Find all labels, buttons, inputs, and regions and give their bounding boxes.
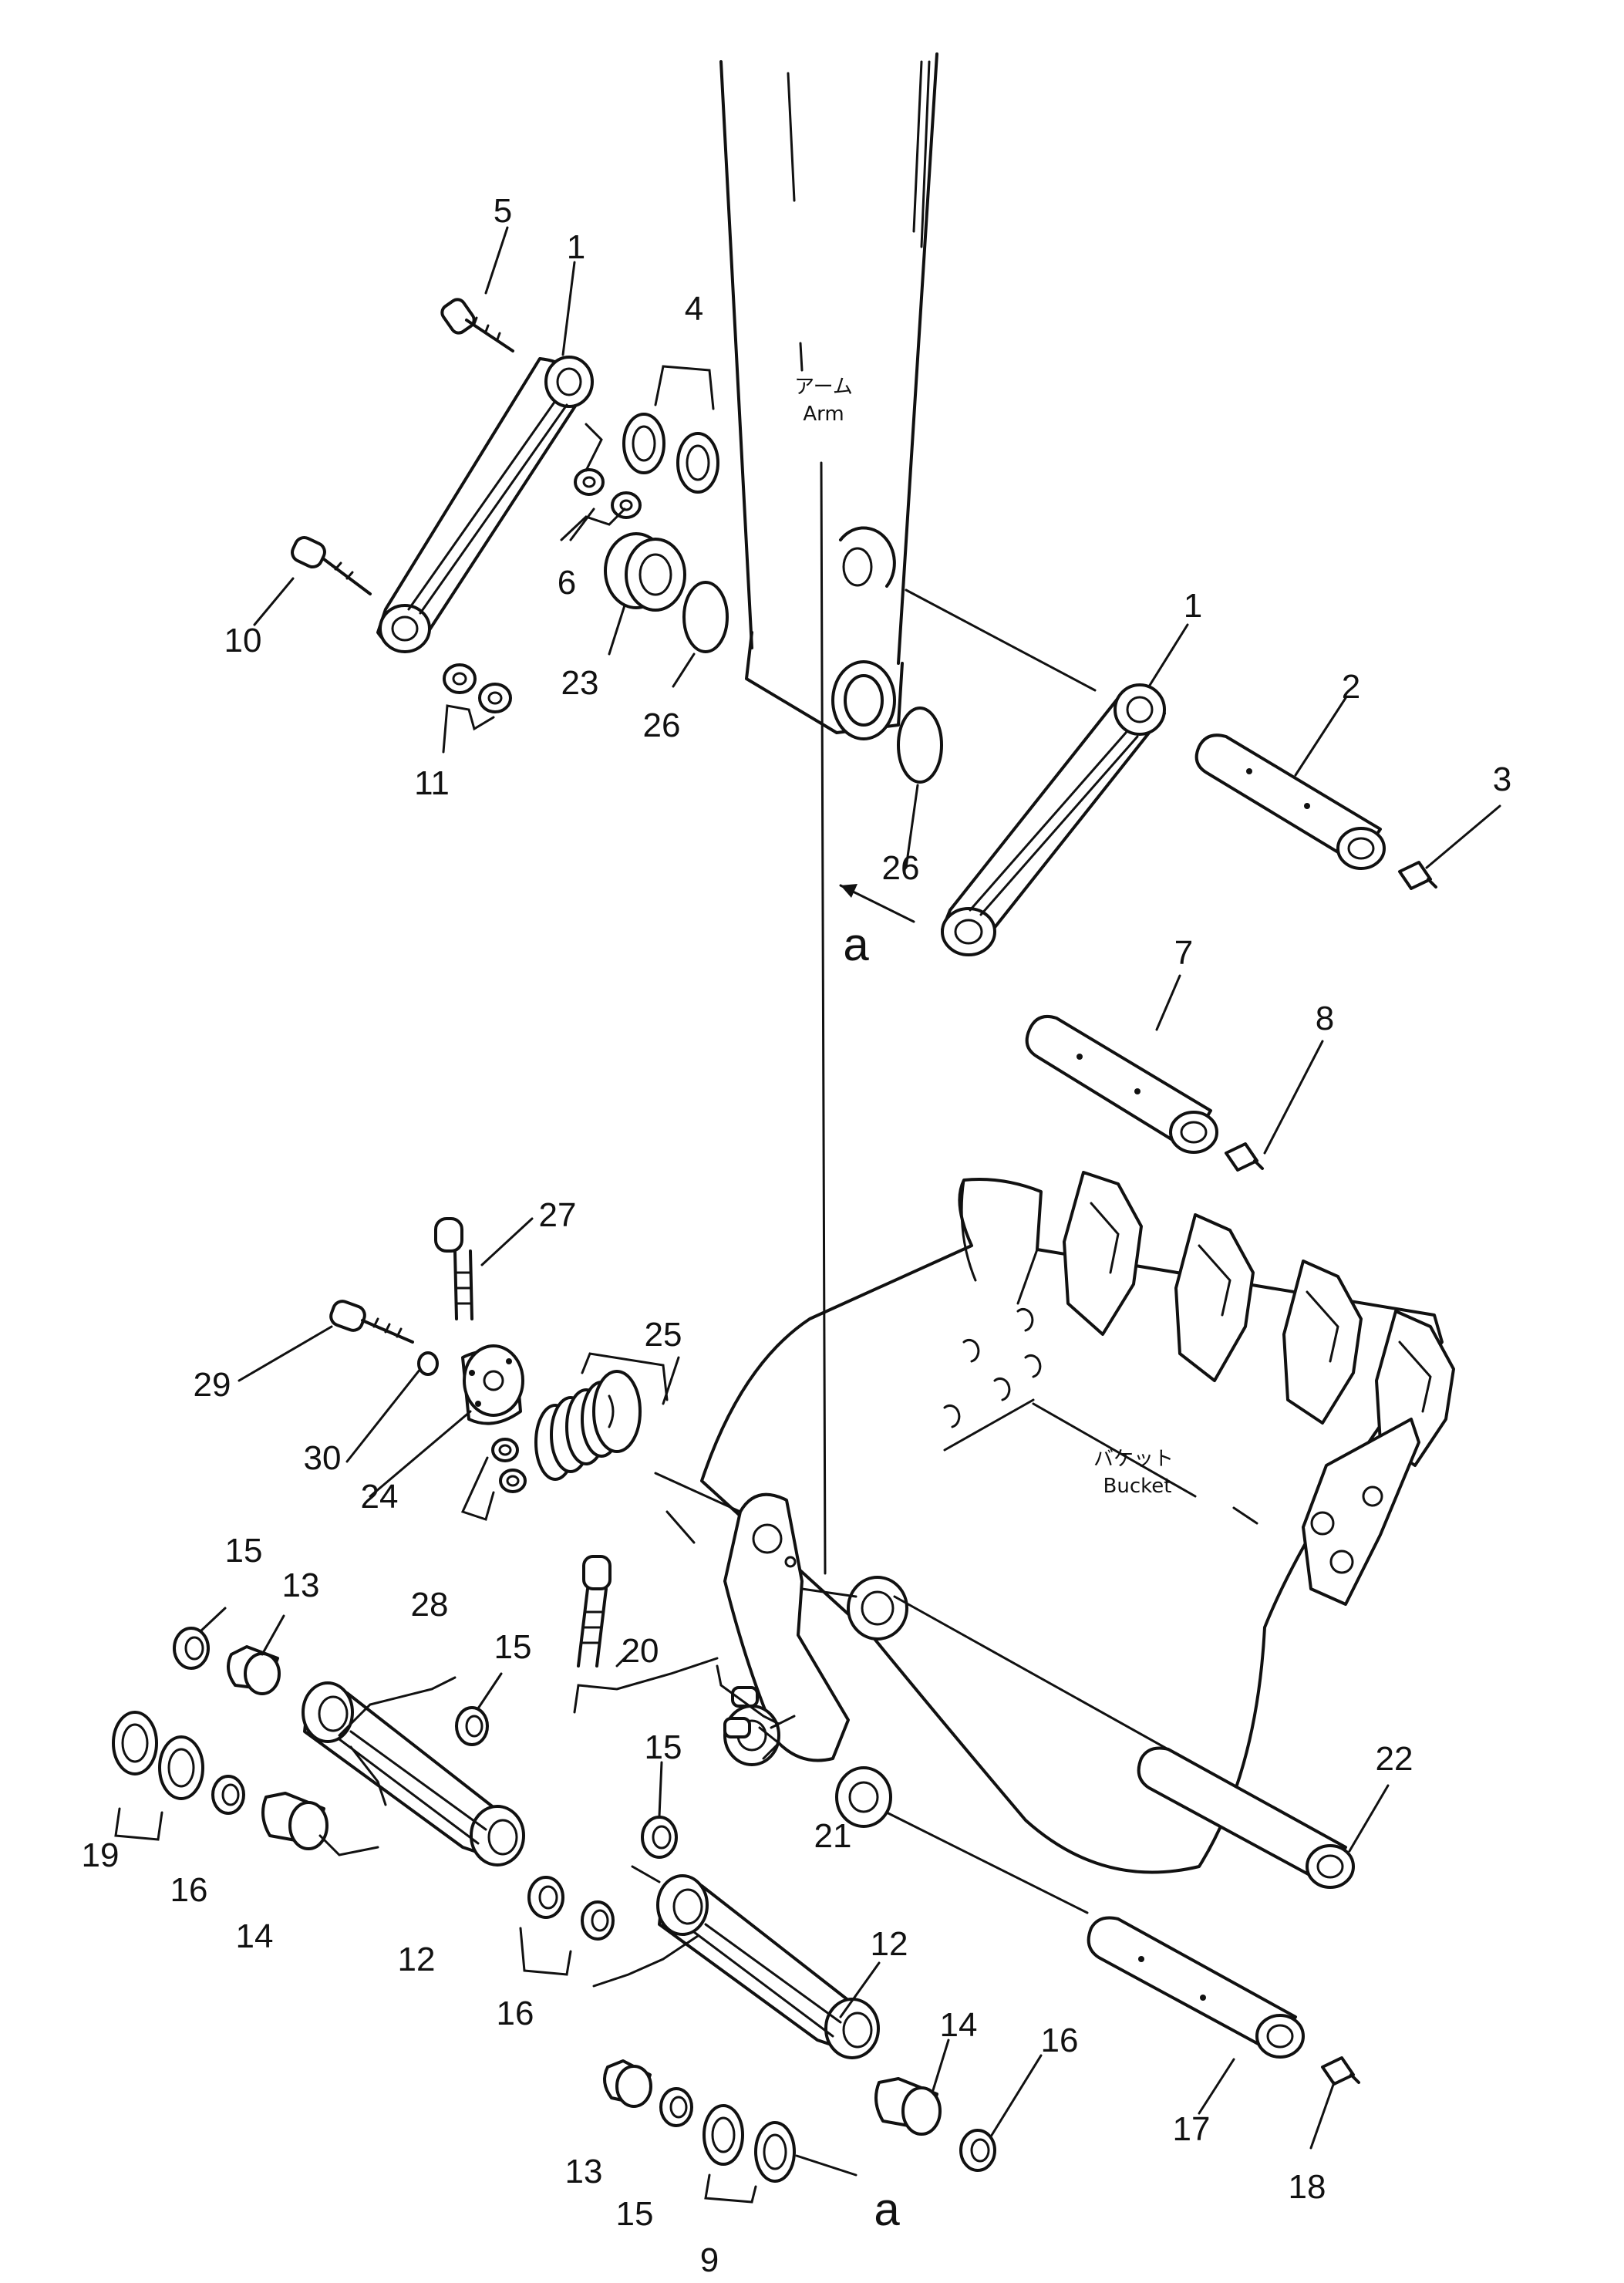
nuts-6 [560,423,642,541]
bushing-13-b [603,2059,652,2108]
seal-15-d [659,2087,693,2127]
bucket-caption-jp: バケット [1093,1448,1174,1471]
arm-caption-tick [799,342,804,372]
label-part-7: 7 [1174,934,1193,972]
leader-bracket [665,1510,696,1544]
seal-16-a [211,1775,245,1815]
bolt-3 [1398,861,1437,890]
label-part-10: 10 [224,622,262,659]
shims-25 [534,1352,669,1481]
label-part-3: 3 [1493,760,1511,798]
label-part-15-c: 15 [645,1728,682,1766]
bushing-14-b [874,2077,942,2136]
bolt-27 [434,1217,473,1320]
block-24 [461,1344,524,1425]
reference-a-bottom: a [874,2184,900,2235]
bolt-5 [440,298,514,352]
label-part-15-a: 15 [225,1532,263,1570]
bushing-14-a [261,1792,379,1856]
arm-caption-en: Arm [803,403,844,426]
label-part-13-b: 13 [565,2153,603,2190]
label-part-12-right: 12 [871,1925,908,1963]
washer-30 [417,1351,439,1376]
label-part-24: 24 [361,1478,399,1516]
link-1-right [941,683,1166,956]
pin-22 [1137,1746,1355,1889]
link-1-left [376,356,594,653]
leader-arm-link [905,588,1097,692]
label-part-16-c: 16 [1041,2022,1079,2059]
label-part-25: 25 [645,1316,682,1354]
label-part-16-b: 16 [497,1995,534,2032]
pin-2 [1194,733,1386,870]
label-part-11: 11 [414,764,450,802]
label-part-18: 18 [1289,2168,1326,2206]
nuts-11 [442,663,512,754]
label-part-1-right: 1 [1184,587,1202,625]
bolt-10 [291,535,372,595]
bolt-20 [573,1555,719,1714]
label-part-15-b: 15 [494,1628,532,1666]
bucket-caption-en: Bucket [1103,1475,1172,1498]
label-part-13-a: 13 [282,1566,320,1604]
o-ring-26-upper [682,581,729,653]
leader-pin-center [800,1587,857,1598]
reference-a-top: a [843,919,869,970]
leader-shim-bracket [654,1472,742,1513]
label-part-26-upper: 26 [643,706,681,744]
bolt-29 [329,1300,414,1344]
shims-19 [112,1711,204,1841]
label-part-14-a: 14 [236,1917,274,1955]
bolt-8 [1225,1142,1264,1172]
bolt-18 [1321,2056,1360,2086]
seal-15-a [173,1627,210,1670]
seal-15-c [641,1816,678,1859]
label-part-19: 19 [82,1836,120,1874]
label-part-5: 5 [494,192,512,230]
link-12-right [592,1865,880,2059]
label-part-4: 4 [685,290,703,328]
label-part-12-left: 12 [398,1941,436,1978]
part-labels: 5 1 4 6 10 23 26 11 1 2 3 26 a 7 8 27 29… [82,192,1512,2279]
bucket [700,1171,1455,1914]
leader-lines [199,226,1501,2150]
label-part-6: 6 [558,564,576,602]
label-part-2: 2 [1342,668,1360,706]
nuts-28 [460,1438,527,1521]
bushing-13-a [227,1645,281,1695]
arm-caption-jp: アーム [794,376,853,399]
label-part-23: 23 [561,664,599,702]
pin-7 [1025,1014,1218,1154]
o-ring-26-lower [897,706,943,784]
link-12-left [302,1676,525,1867]
label-part-29: 29 [194,1366,231,1404]
label-part-20: 20 [622,1632,659,1670]
captions: アーム Arm バケット Bucket [794,342,1174,1498]
label-part-30: 30 [304,1439,342,1477]
label-part-26-lower: 26 [882,849,920,887]
arrow-head-a [841,884,857,898]
dowels-21 [716,1664,781,1760]
label-part-21: 21 [814,1817,852,1855]
label-part-14-b: 14 [940,2006,978,2044]
label-part-16-a: 16 [170,1871,208,1909]
arm [719,52,938,1575]
label-part-1-left: 1 [567,228,585,266]
seal-16-c [959,2129,996,2172]
label-part-27: 27 [539,1196,577,1234]
label-part-15-d: 15 [616,2195,654,2233]
label-part-8: 8 [1316,1000,1334,1037]
pin-17 [1087,1916,1305,2059]
shims-9 [702,2104,857,2204]
label-part-17: 17 [1173,2110,1211,2148]
label-part-28: 28 [411,1586,449,1624]
label-part-9: 9 [700,2241,719,2279]
shims-4 [622,365,719,494]
bushing-23 [604,532,686,612]
seal-15-b [455,1706,489,1746]
seal-16-b [519,1876,615,1976]
label-part-22: 22 [1376,1740,1413,1778]
